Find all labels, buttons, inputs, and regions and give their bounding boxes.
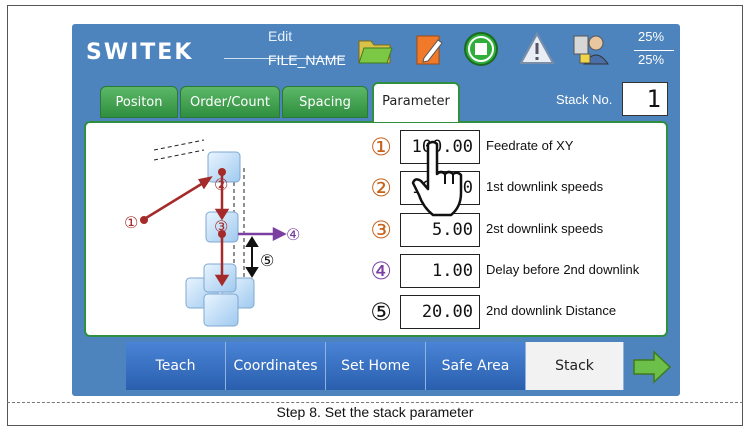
param-label: 2st downlink speeds bbox=[486, 221, 604, 236]
param-field-delay[interactable]: 1.00 bbox=[400, 254, 480, 288]
stack-no-label: Stack No. bbox=[556, 92, 613, 107]
param-marker: ② bbox=[370, 174, 392, 202]
caption-divider bbox=[7, 402, 743, 403]
diagram-marker-1: ① bbox=[124, 213, 138, 232]
tab-spacing[interactable]: Spacing bbox=[282, 86, 368, 118]
percent-divider bbox=[634, 50, 674, 51]
brand-logo: SWITEK bbox=[86, 40, 194, 65]
hmi-screen: SWITEK Edit FILE_NAME 25% 25% Positon Or… bbox=[72, 24, 680, 396]
nav-set-home[interactable]: Set Home bbox=[326, 342, 426, 390]
param-field-distance[interactable]: 20.00 bbox=[400, 295, 480, 329]
param-label: 2nd downlink Distance bbox=[486, 303, 617, 318]
nav-safe-area[interactable]: Safe Area bbox=[426, 342, 526, 390]
percent-bottom: 25% bbox=[638, 52, 665, 67]
nav-stack[interactable]: Stack bbox=[526, 342, 624, 390]
diagram-marker-5: ⑤ bbox=[260, 251, 274, 270]
param-label: Feedrate of XY bbox=[486, 138, 574, 153]
parameter-panel bbox=[84, 121, 668, 337]
open-folder-icon[interactable] bbox=[356, 30, 394, 68]
next-arrow-icon[interactable] bbox=[632, 350, 672, 384]
param-marker: ④ bbox=[370, 257, 392, 285]
param-field-2st-downlink[interactable]: 5.00 bbox=[400, 213, 480, 247]
tab-order-count[interactable]: Order/Count bbox=[180, 86, 280, 118]
param-marker: ① bbox=[370, 133, 392, 161]
mode-divider bbox=[224, 58, 344, 59]
tab-positon[interactable]: Positon bbox=[100, 86, 178, 118]
nav-teach[interactable]: Teach bbox=[126, 342, 226, 390]
figure-caption: Step 8. Set the stack parameter bbox=[276, 404, 474, 420]
warning-icon[interactable] bbox=[518, 30, 556, 68]
stack-no-field[interactable]: 1 bbox=[622, 82, 668, 116]
param-label: Delay before 2nd downlink bbox=[486, 262, 640, 277]
tab-parameter[interactable]: Parameter bbox=[372, 82, 460, 122]
percent-top: 25% bbox=[638, 29, 665, 44]
param-marker: ③ bbox=[370, 216, 392, 244]
stop-button-icon[interactable] bbox=[462, 30, 500, 68]
diagram-marker-3: ③ bbox=[214, 217, 228, 236]
param-marker: ⑤ bbox=[370, 298, 392, 326]
stacking-diagram: ① ② ③ ④ ⑤ bbox=[124, 139, 300, 327]
param-label: 1st downlink speeds bbox=[486, 179, 604, 194]
mode-label: Edit bbox=[268, 28, 293, 44]
user-login-icon[interactable] bbox=[572, 30, 610, 68]
pointing-hand-icon bbox=[411, 140, 463, 217]
diagram-marker-4: ④ bbox=[286, 225, 300, 244]
file-name-label: FILE_NAME bbox=[268, 52, 346, 68]
diagram-marker-2: ② bbox=[214, 175, 228, 194]
nav-coordinates[interactable]: Coordinates bbox=[226, 342, 326, 390]
edit-pencil-icon[interactable] bbox=[410, 30, 448, 68]
